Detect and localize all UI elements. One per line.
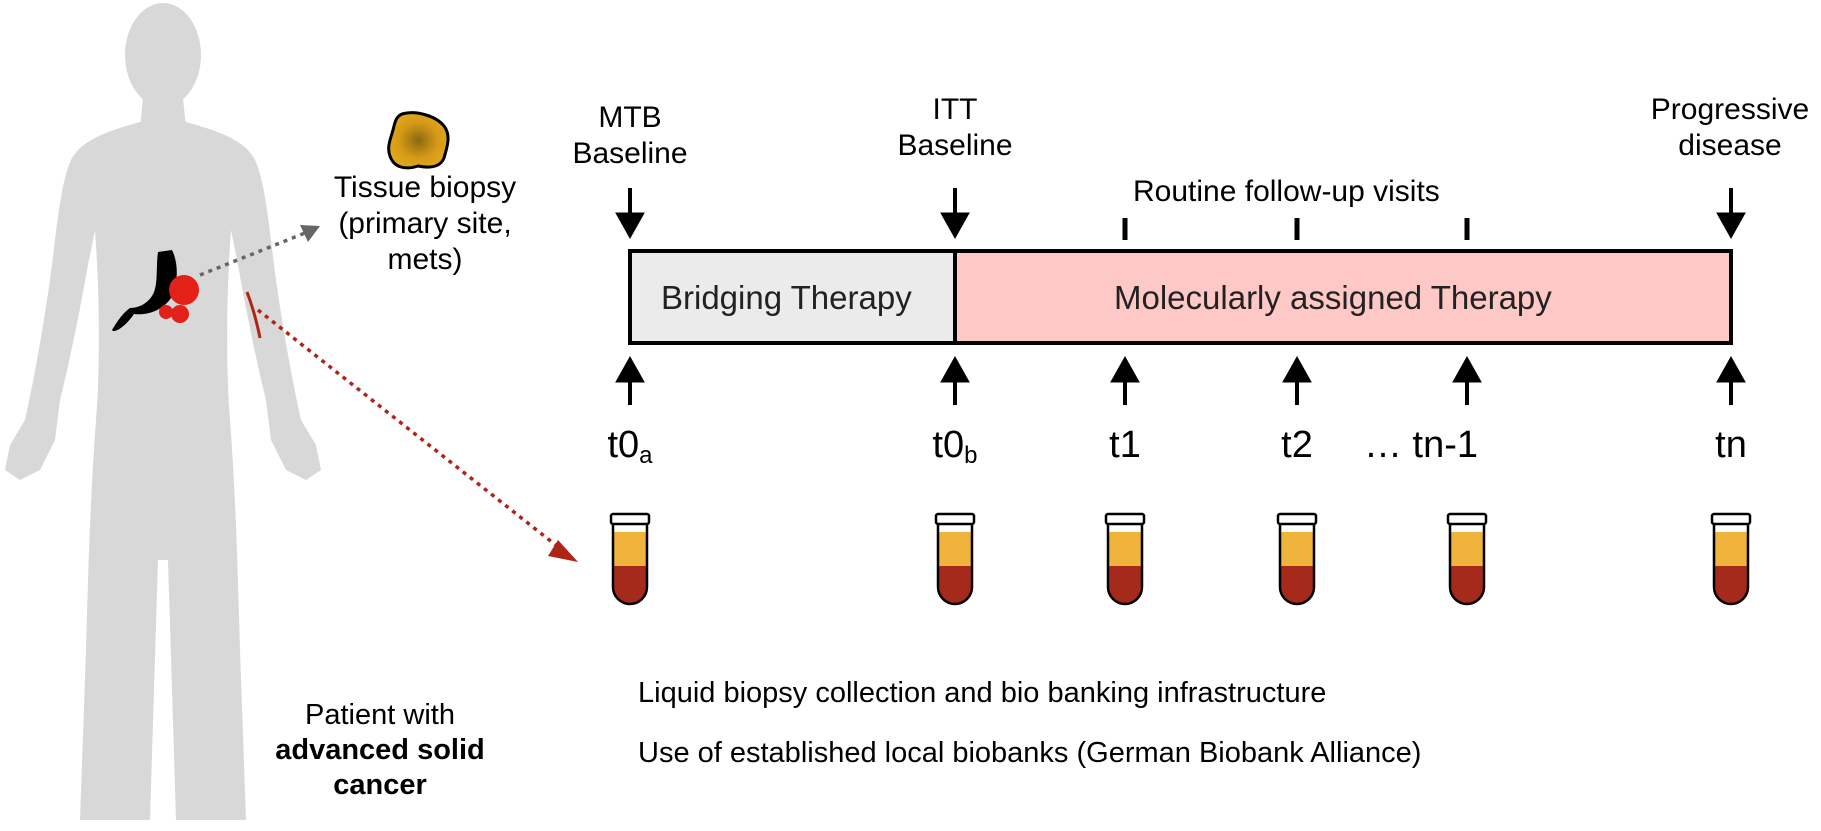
patient-line3: cancer bbox=[333, 768, 427, 801]
tissue-biopsy-label: Tissue biopsy (primary site, mets) bbox=[310, 170, 540, 278]
progressive-line1: Progressive bbox=[1650, 93, 1810, 126]
biobank-note: Use of established local biobanks (Germa… bbox=[638, 737, 1422, 769]
blood-tube bbox=[1446, 512, 1488, 606]
tissue-icon bbox=[387, 111, 450, 170]
patient-label: Patient with advanced solid cancer bbox=[250, 698, 510, 802]
liquid-arrow-head bbox=[548, 540, 578, 562]
tissue-biopsy-line2: (primary site, bbox=[338, 207, 512, 240]
molecular-therapy-bar bbox=[953, 249, 1733, 345]
timepoint-main: tn bbox=[1715, 424, 1747, 466]
collection-note: Liquid biopsy collection and bio banking… bbox=[638, 677, 1327, 709]
tissue-biopsy-arrow bbox=[199, 231, 306, 277]
itt-baseline-label: ITT Baseline bbox=[875, 92, 1035, 164]
tissue-arrow-head bbox=[300, 225, 320, 242]
blood-draw-mark bbox=[245, 291, 262, 339]
itt-line1: ITT bbox=[932, 93, 978, 126]
progressive-disease-label: Progressive disease bbox=[1630, 92, 1821, 164]
followup-ticks bbox=[1122, 218, 1470, 240]
timepoint-label: t0a bbox=[607, 423, 652, 471]
molecular-therapy-label: Molecularly assigned Therapy bbox=[1114, 279, 1552, 316]
tissue-biopsy-line1: Tissue biopsy bbox=[333, 171, 517, 204]
blood-tube bbox=[1276, 512, 1318, 606]
timepoint-main: t0 bbox=[932, 424, 965, 466]
bridging-therapy-label: Bridging Therapy bbox=[661, 279, 912, 316]
bridging-therapy-bar bbox=[628, 249, 957, 345]
timepoint-main: … tn-1 bbox=[1363, 424, 1479, 466]
mtb-line1: MTB bbox=[598, 101, 662, 134]
timepoint-label: t2 bbox=[1281, 423, 1313, 469]
timepoint-sub: b bbox=[964, 442, 978, 469]
timepoint-label: tn bbox=[1715, 423, 1747, 469]
tube-group bbox=[609, 512, 1752, 606]
blood-tube bbox=[1710, 512, 1752, 606]
blood-tube bbox=[609, 512, 651, 606]
timepoint-main: t2 bbox=[1281, 424, 1313, 466]
mtb-baseline-label: MTB Baseline bbox=[550, 100, 710, 172]
milestone-arrows bbox=[615, 188, 1746, 240]
blood-tube bbox=[934, 512, 976, 606]
patient-line2: advanced solid bbox=[275, 733, 485, 766]
timepoint-label: t0b bbox=[932, 423, 977, 471]
progressive-line2: disease bbox=[1678, 129, 1782, 162]
timepoint-arrows bbox=[615, 355, 1746, 405]
timepoint-main: t0 bbox=[607, 424, 640, 466]
timepoint-main: t1 bbox=[1109, 424, 1141, 466]
followup-label: Routine follow-up visits bbox=[1133, 175, 1440, 208]
mtb-line2: Baseline bbox=[572, 137, 688, 170]
timepoint-sub: a bbox=[639, 442, 653, 469]
tissue-biopsy-line3: mets) bbox=[387, 243, 463, 276]
patient-line1: Patient with bbox=[305, 699, 455, 731]
itt-line2: Baseline bbox=[897, 129, 1013, 162]
stomach-icon bbox=[112, 250, 199, 332]
timepoint-label: … tn-1 bbox=[1364, 423, 1478, 469]
human-silhouette bbox=[5, 3, 321, 820]
liquid-biopsy-arrow bbox=[256, 308, 564, 552]
timepoint-label: t1 bbox=[1109, 423, 1141, 469]
blood-tube bbox=[1104, 512, 1146, 606]
